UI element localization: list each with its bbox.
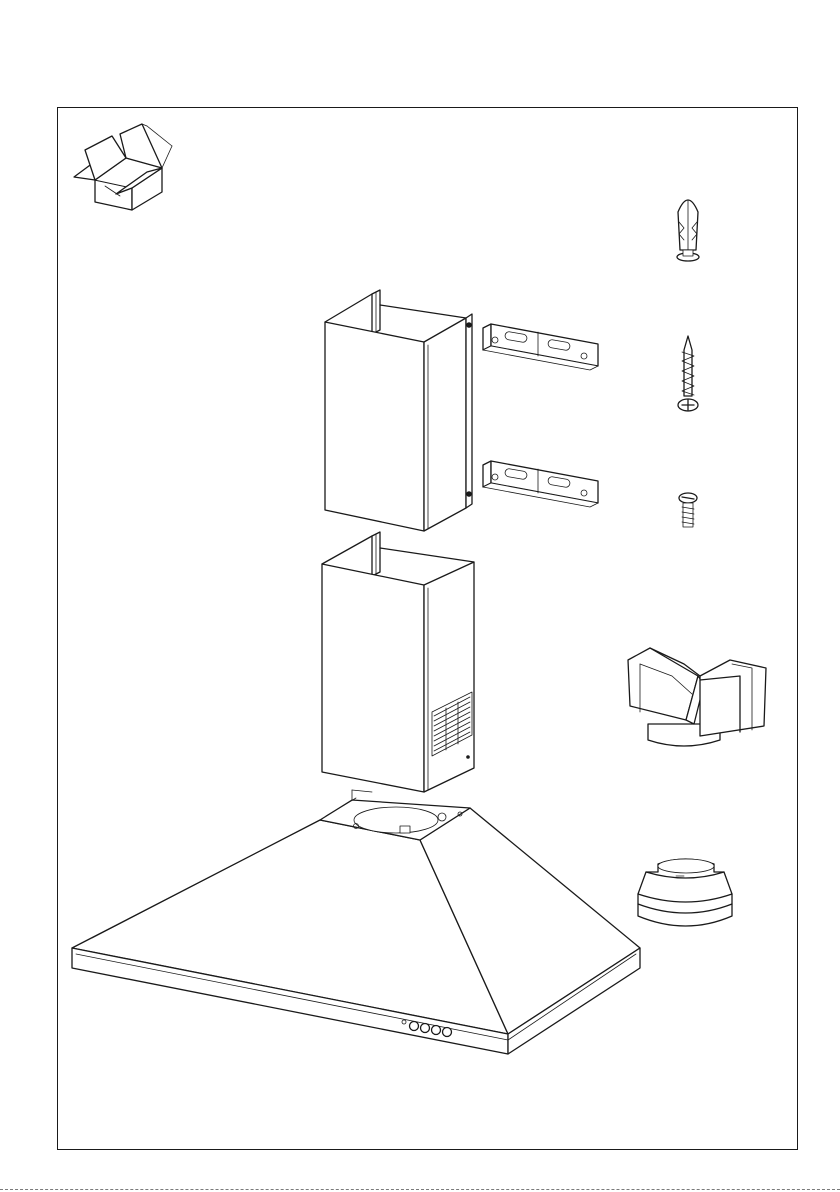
control-knob[interactable] [432, 1026, 441, 1035]
footer-rule [0, 1189, 840, 1190]
air-deflector-icon [628, 648, 766, 746]
wood-screw-icon [678, 336, 698, 411]
hood-body [72, 790, 640, 1054]
chimney-bracket-upper [483, 324, 598, 370]
control-knob[interactable] [421, 1024, 430, 1033]
package-box-icon [74, 124, 172, 210]
upper-chimney-cover [325, 290, 472, 531]
chimney-bracket-lower [483, 461, 598, 507]
control-knob[interactable] [410, 1022, 419, 1031]
machine-screw-icon [679, 493, 697, 527]
lower-chimney-cover [322, 532, 474, 792]
control-knob[interactable] [443, 1028, 452, 1037]
duct-adapter-icon [638, 859, 732, 926]
wall-plug-icon [677, 200, 699, 261]
